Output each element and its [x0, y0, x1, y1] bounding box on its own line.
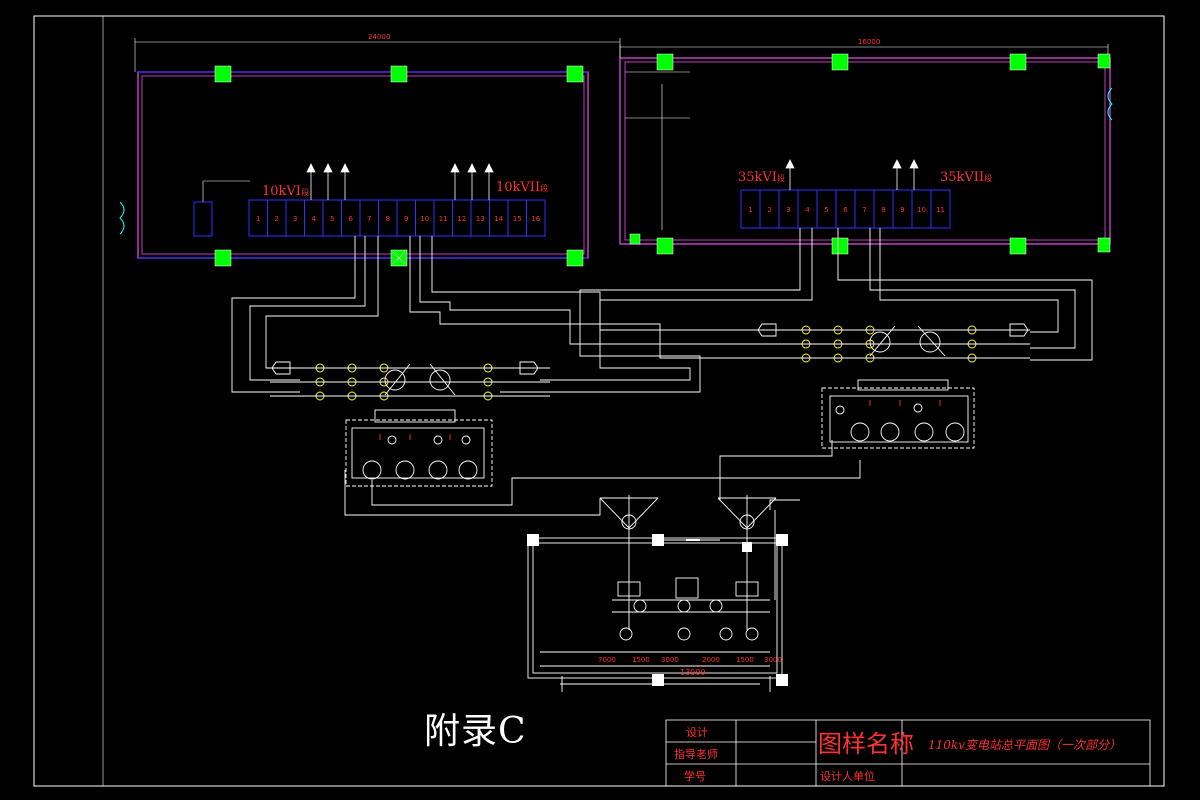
- sheet-border: [33, 15, 1165, 787]
- panel-10kv-label-1: 1: [256, 215, 260, 223]
- switchgear-row-35kv: 1 2 3 4 5 6 7 8 9 10 11: [740, 189, 951, 229]
- dimension-segment: 1500: [736, 656, 754, 664]
- door-left: [119, 201, 125, 235]
- panel-35kv-label-8: 8: [881, 206, 885, 214]
- title-block: [665, 719, 1151, 787]
- panel-10kv-label-12: 12: [457, 215, 466, 223]
- dimension-segment: 3000: [764, 656, 782, 664]
- panel-10kv-label-7: 7: [367, 215, 371, 223]
- panel-10kv-label-5: 5: [330, 215, 334, 223]
- door-right: [1107, 87, 1113, 121]
- panel-10kv-label-8: 8: [386, 215, 390, 223]
- dimension-segment: 7000: [598, 656, 616, 664]
- title-block-student-id: 学号: [684, 770, 706, 783]
- dimension-building-left: 24000: [368, 33, 391, 41]
- panel-35kv-label-9: 9: [900, 206, 904, 214]
- panel-10kv-label-15: 15: [513, 215, 522, 223]
- dimension-segment: 2000: [702, 656, 720, 664]
- panel-10kv-label-10: 10: [420, 215, 429, 223]
- panel-35kv-label-10: 10: [917, 206, 926, 214]
- building-35kv: [619, 44, 1111, 245]
- dimension-segment: 1500: [632, 656, 650, 664]
- panel-10kv-16: [526, 199, 546, 237]
- panel-10kv-label-6: 6: [349, 215, 354, 223]
- panel-35kv-label-5: 5: [824, 206, 828, 214]
- panel-10kv-label-16: 16: [531, 215, 540, 223]
- cable-routes: [231, 228, 1093, 516]
- aux-panel-10kv: [193, 201, 213, 237]
- feeder-arrows-35kv: [785, 159, 919, 190]
- dimension-segment: 3000: [661, 656, 679, 664]
- panel-35kv-11: [930, 189, 951, 229]
- panel-35kv-label-11: 11: [936, 206, 945, 214]
- bus-label-35kv-1: 35kVI段: [738, 170, 785, 185]
- panel-35kv-label-6: 6: [843, 206, 848, 214]
- panel-10kv-label-3: 3: [293, 215, 297, 223]
- panel-10kv-label-4: 4: [312, 215, 317, 223]
- appendix-label: 附录C: [424, 711, 527, 752]
- bus-label-35kv-2: 35kVII段: [940, 170, 993, 185]
- dimension-building-right: 16000: [858, 38, 881, 46]
- dimension-bottom-total: 13000: [680, 668, 706, 677]
- building-10kv: [134, 38, 621, 259]
- structural-columns: [214, 53, 1111, 267]
- panel-10kv-label-2: 2: [275, 215, 279, 223]
- panel-35kv-label-3: 3: [786, 206, 790, 214]
- main-transformer-left: [345, 409, 493, 487]
- bus-label-10kv-1: 10kVI段: [262, 184, 309, 199]
- title-block-drawing-name-label: 图样名称: [818, 730, 914, 758]
- panel-35kv-label-2: 2: [767, 206, 771, 214]
- bus-label-10kv-2: 10kVII段: [496, 180, 549, 195]
- panel-35kv-label-7: 7: [862, 206, 866, 214]
- title-block-design-unit: 设计人单位: [820, 770, 875, 783]
- feeder-arrows-10kv: [306, 163, 494, 200]
- panel-10kv-label-11: 11: [439, 215, 448, 223]
- outdoor-equipment-left: [270, 361, 550, 401]
- outdoor-equipment-right: [757, 323, 1030, 363]
- panel-35kv-label-4: 4: [805, 206, 810, 214]
- panel-10kv-label-14: 14: [494, 215, 503, 223]
- panel-35kv-label-1: 1: [748, 206, 752, 214]
- title-block-advisor: 指导老师: [674, 748, 718, 761]
- panel-10kv-label-13: 13: [476, 215, 485, 223]
- title-block-design: 设计: [686, 726, 708, 739]
- title-block-drawing-name: 110kv变电站总平面图（一次部分）: [928, 738, 1121, 752]
- yard-columns: [527, 534, 788, 686]
- inner-border: [102, 15, 1165, 787]
- main-transformer-right: [821, 379, 975, 449]
- panel-10kv-label-9: 9: [404, 215, 408, 223]
